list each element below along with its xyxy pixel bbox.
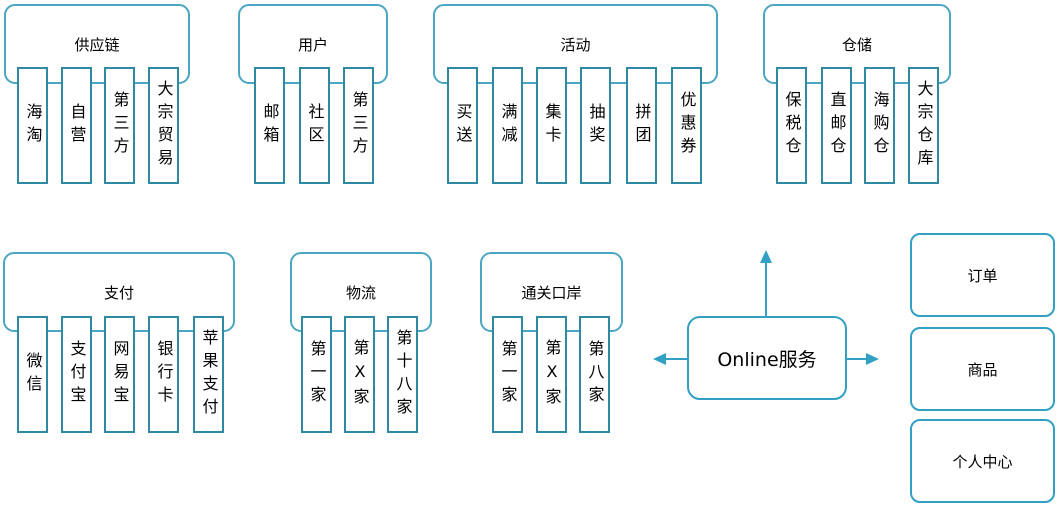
bar-item: 第八家	[579, 316, 610, 433]
bar-item: 自营	[61, 67, 92, 184]
bar-label: 大宗仓库	[914, 79, 934, 172]
bar-item: 拼团	[626, 67, 657, 184]
bar-label: 抽奖	[586, 102, 606, 149]
bar-item: 银行卡	[148, 316, 179, 433]
group-title: 通关口岸	[521, 283, 582, 302]
group-title: 物流	[345, 283, 376, 302]
bar-item: 保税仓	[776, 67, 807, 184]
group-title: 支付	[103, 283, 134, 302]
bar-label: 大宗贸易	[154, 79, 174, 172]
module-products: 商品	[910, 327, 1055, 411]
group-title: 用户	[297, 35, 328, 54]
arrow-left-icon	[653, 353, 666, 365]
group-title: 供应链	[74, 35, 120, 54]
group-title: 活动	[560, 35, 591, 54]
bar-label: 银行卡	[154, 340, 174, 409]
module-label: 个人中心	[952, 452, 1013, 471]
arrow-right-icon	[866, 353, 879, 365]
bar-item: 第一家	[301, 316, 332, 433]
group-warehousing: 仓储	[763, 4, 951, 84]
bar-label: 第一家	[498, 340, 518, 409]
bar-label: 邮箱	[260, 102, 280, 149]
bar-label: 第一家	[307, 340, 327, 409]
bar-label: 保税仓	[782, 91, 802, 160]
arrow-up-shaft	[765, 261, 767, 316]
bar-item: 网易宝	[104, 316, 135, 433]
bar-label: 第X家	[350, 338, 370, 411]
bar-item: 满减	[492, 67, 523, 184]
bar-label: 第十八家	[393, 328, 413, 421]
bar-label: 海购仓	[870, 91, 890, 160]
bar-label: 海淘	[23, 102, 43, 149]
arrow-left-shaft	[664, 358, 687, 360]
bar-label: 优惠券	[677, 91, 697, 160]
online-service-label: Online服务	[717, 348, 817, 371]
bar-item: 大宗贸易	[148, 67, 179, 184]
bar-label: 拼团	[632, 102, 652, 149]
bar-item: 苹果支付	[193, 316, 224, 433]
bar-item: 第X家	[536, 316, 567, 433]
arrow-up-icon	[760, 250, 772, 263]
module-personal-center: 个人中心	[910, 419, 1055, 503]
bar-item: 社区	[299, 67, 330, 184]
bar-label: 买送	[453, 102, 473, 149]
bar-label: 第X家	[542, 338, 562, 411]
bar-item: 海淘	[17, 67, 48, 184]
bar-label: 直邮仓	[827, 91, 847, 160]
bar-item: 第三方	[104, 67, 135, 184]
bar-label: 第三方	[110, 91, 130, 160]
module-label: 订单	[967, 266, 998, 285]
bar-item: 第十八家	[387, 316, 418, 433]
group-title: 仓储	[841, 35, 872, 54]
bar-item: 第X家	[344, 316, 375, 433]
group-activities: 活动	[433, 4, 718, 84]
module-label: 商品	[967, 360, 998, 379]
bar-label: 苹果支付	[199, 328, 219, 421]
bar-item: 第一家	[492, 316, 523, 433]
bar-item: 支付宝	[61, 316, 92, 433]
bar-item: 优惠券	[671, 67, 702, 184]
bar-item: 抽奖	[580, 67, 611, 184]
bar-label: 集卡	[542, 102, 562, 149]
bar-item: 邮箱	[254, 67, 285, 184]
bar-item: 微信	[17, 316, 48, 433]
bar-item: 集卡	[536, 67, 567, 184]
bar-label: 满减	[498, 102, 518, 149]
arrow-right-shaft	[847, 358, 867, 360]
bar-label: 网易宝	[110, 340, 130, 409]
bar-label: 第三方	[349, 91, 369, 160]
bar-item: 直邮仓	[821, 67, 852, 184]
bar-label: 第八家	[585, 340, 605, 409]
bar-item: 大宗仓库	[908, 67, 939, 184]
bar-label: 社区	[305, 102, 325, 149]
bar-label: 支付宝	[67, 340, 87, 409]
online-service-box: Online服务	[687, 316, 847, 400]
module-orders: 订单	[910, 233, 1055, 317]
bar-item: 买送	[447, 67, 478, 184]
bar-label: 微信	[23, 351, 43, 398]
group-supply-chain: 供应链	[4, 4, 190, 84]
bar-label: 自营	[67, 102, 87, 149]
bar-item: 第三方	[343, 67, 374, 184]
bar-item: 海购仓	[864, 67, 895, 184]
